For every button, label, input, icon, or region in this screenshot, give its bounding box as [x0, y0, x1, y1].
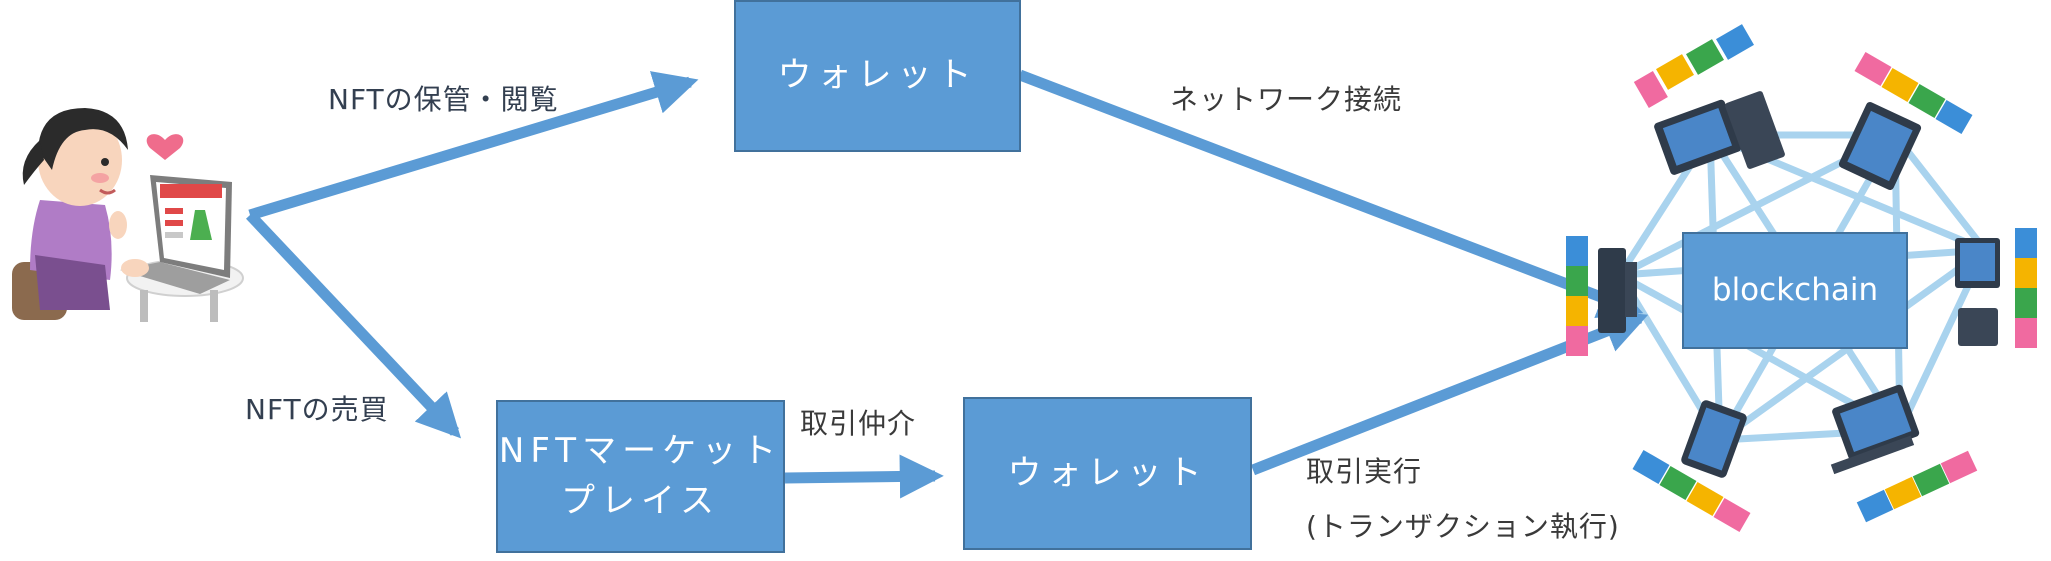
arrow-wallet-to-blockchain	[1018, 69, 1644, 318]
marketplace-label-line1: NFTマーケット	[498, 431, 783, 472]
edge-label-buy-sell: NFTの売買	[245, 393, 389, 426]
tablet-icon	[1681, 400, 1747, 478]
heart-icon	[146, 134, 184, 160]
marketplace-node: NFTマーケット プレイス	[496, 400, 785, 553]
edge-label-execute-line1: 取引実行	[1306, 455, 1423, 488]
woman-shopping-laptop-illustration	[12, 108, 244, 322]
puzzle-chain-icon	[1632, 449, 1751, 533]
puzzle-chain-icon	[2015, 228, 2037, 348]
puzzle-chain-icon	[1566, 236, 1588, 356]
wallet-top-label: ウォレット	[777, 55, 978, 96]
laptop-icon	[1838, 102, 1922, 190]
arrow-user-to-marketplace	[246, 211, 462, 439]
wallet-bottom-node: ウォレット	[963, 397, 1252, 550]
edge-label-execute-line2: (トランザクション執行)	[1306, 510, 1620, 543]
edge-label-network-connection: ネットワーク接続	[1170, 83, 1403, 116]
arrow-marketplace-to-wallet	[784, 454, 944, 499]
desktop-computer-icon	[1598, 248, 1637, 333]
blockchain-node: blockchain	[1682, 232, 1908, 349]
arrow-user-to-wallet	[248, 71, 699, 221]
marketplace-label-line2: プレイス	[561, 480, 720, 521]
flow-arrows	[246, 69, 1649, 499]
puzzle-chain-icon	[1856, 450, 1978, 523]
puzzle-chain-icon	[1854, 51, 1973, 135]
desktop-computer-icon	[1955, 238, 2000, 346]
laptop-icon	[1830, 384, 1920, 475]
blockchain-network-devices	[1566, 24, 2037, 533]
wallet-top-node: ウォレット	[734, 0, 1021, 152]
blockchain-label: blockchain	[1711, 272, 1879, 309]
desktop-computer-icon	[1654, 91, 1785, 175]
puzzle-chain-icon	[1633, 24, 1754, 108]
edge-label-storage-view: NFTの保管・閲覧	[328, 83, 559, 116]
wallet-bottom-label: ウォレット	[1007, 452, 1208, 493]
edge-label-intermediary: 取引仲介	[800, 407, 917, 440]
